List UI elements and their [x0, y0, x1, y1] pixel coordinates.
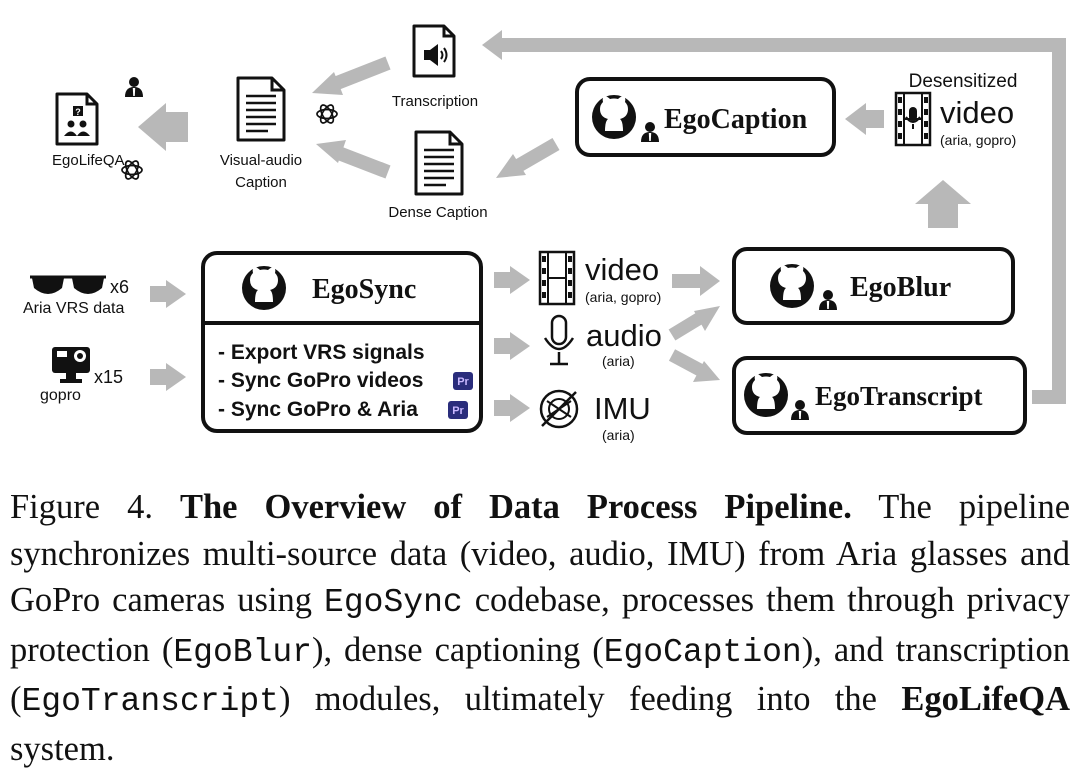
arrow-egosync-to-audio: [494, 332, 530, 360]
egotranscript-label: EgoTranscript: [815, 381, 983, 411]
arrow-egoblur-to-desensitized: [915, 180, 971, 228]
microphone-icon: [543, 314, 575, 366]
transcription-label: Transcription: [392, 93, 478, 110]
person-icon-egolifeqa: [125, 77, 143, 97]
caption-title: The Overview of Data Process Pipeline.: [179, 488, 852, 526]
egosync-label: EgoSync: [312, 274, 416, 305]
egoblur-module: EgoBlur: [732, 247, 1015, 325]
egocaption-label: EgoCaption: [664, 104, 808, 135]
github-icon-egoblur: [770, 264, 814, 308]
github-icon-egosync: [242, 266, 286, 310]
github-icon-egotranscript: [744, 373, 788, 417]
egosync-item-export: - Export VRS signals: [218, 341, 425, 364]
arrow-video-to-egocaption: [845, 103, 884, 135]
video-label: video: [585, 252, 659, 287]
caption-text-6: system.: [10, 729, 115, 768]
arrow-video-to-egoblur: [672, 266, 720, 296]
github-icon-egocaption: [592, 95, 636, 139]
imu-sensor-icon: [539, 389, 579, 429]
premiere-badge-2-label: Pr: [452, 405, 464, 417]
arrow-transcription-to-caption: [312, 56, 391, 95]
caption-code-egosync: EgoSync: [324, 584, 463, 621]
caption-prefix: Figure 4.: [10, 488, 153, 526]
arrow-gopro-to-egosync: [150, 363, 186, 391]
arrow-dense-to-caption: [316, 140, 391, 179]
dense-caption-doc-icon: [414, 130, 464, 196]
caption-text-1: The pipeline synchronizes multi-source d…: [10, 488, 1071, 619]
transcription-audio-doc-icon: [412, 24, 456, 78]
arrow-audio-to-egoblur: [668, 306, 720, 341]
openai-icon-egolifeqa: [121, 158, 143, 182]
sunglasses-icon: [30, 275, 106, 294]
caption-text-2: codebase, processes them through privacy…: [10, 581, 1070, 669]
premiere-badge-1-label: Pr: [457, 376, 469, 388]
desensitized-video-label: video: [940, 95, 1014, 130]
premiere-badge-2: Pr: [448, 401, 468, 419]
visual-audio-doc-icon: [236, 76, 286, 142]
caption-code-egoblur: EgoBlur: [173, 633, 312, 671]
arrow-caption-to-egolifeqa: [138, 103, 188, 151]
egosync-item-sync-aria: - Sync GoPro & Aria: [218, 398, 418, 421]
caption-code-egocaption: EgoCaption: [603, 633, 802, 671]
svg-text:?: ?: [75, 107, 81, 117]
egosync-module: EgoSync - Export VRS signals - Sync GoPr…: [201, 251, 483, 433]
video-sources-label: (aria, gopro): [585, 289, 661, 305]
egolifeqa-label: EgoLifeQA: [52, 152, 125, 169]
film-mic-icon: [894, 91, 932, 147]
gopro-camera-icon: [52, 347, 90, 383]
dense-caption-label: Dense Caption: [388, 204, 487, 221]
egoblur-label: EgoBlur: [850, 272, 951, 303]
desensitized-sources-label: (aria, gopro): [940, 132, 1016, 148]
aria-count: x6: [110, 277, 129, 297]
egotranscript-module: EgoTranscript: [732, 356, 1027, 435]
caption-text-4: ), and transcription (: [10, 630, 1071, 719]
video-film-icon: [538, 250, 576, 306]
arrow-audio-to-egotranscript: [668, 349, 720, 382]
caption-bold-egolifeqa: EgoLifeQA: [901, 680, 1070, 718]
audio-sources-label: (aria): [602, 353, 635, 369]
gopro-count: x15: [94, 367, 123, 387]
arrow-egocaption-to-dense: [496, 137, 560, 178]
openai-icon-caption: [316, 102, 338, 126]
egolifeqa-doc-icon: ?: [55, 92, 99, 146]
desensitized-label: Desensitized: [909, 71, 1018, 92]
gopro-label: gopro: [40, 387, 81, 404]
premiere-badge-1: Pr: [453, 372, 473, 390]
arrow-head-to-transcription: [482, 30, 502, 60]
caption-code-egotranscript: EgoTranscript: [21, 683, 279, 720]
arrow-egosync-to-imu: [494, 394, 530, 422]
caption-text-3: ), dense captioning (: [311, 630, 604, 669]
visual-audio-label-line2: Caption: [235, 174, 287, 191]
figure-caption: Figure 4. The Overview of Data Process P…: [10, 484, 1070, 772]
arrow-aria-to-egosync: [150, 280, 186, 308]
imu-sources-label: (aria): [602, 427, 635, 443]
imu-label: IMU: [594, 391, 651, 426]
visual-audio-label-line1: Visual-audio: [220, 152, 302, 169]
arrow-egosync-to-video: [494, 266, 530, 294]
audio-label: audio: [586, 318, 662, 353]
pipeline-diagram: ? EgoLifeQA Visual-audio Caption Transcr…: [23, 24, 1066, 443]
caption-text-5: ) modules, ultimately feeding into the: [278, 680, 902, 718]
egocaption-module: EgoCaption: [575, 77, 836, 157]
feedback-path: [500, 38, 1066, 404]
aria-label: Aria VRS data: [23, 300, 124, 317]
egosync-item-sync-gopro: - Sync GoPro videos: [218, 369, 423, 392]
